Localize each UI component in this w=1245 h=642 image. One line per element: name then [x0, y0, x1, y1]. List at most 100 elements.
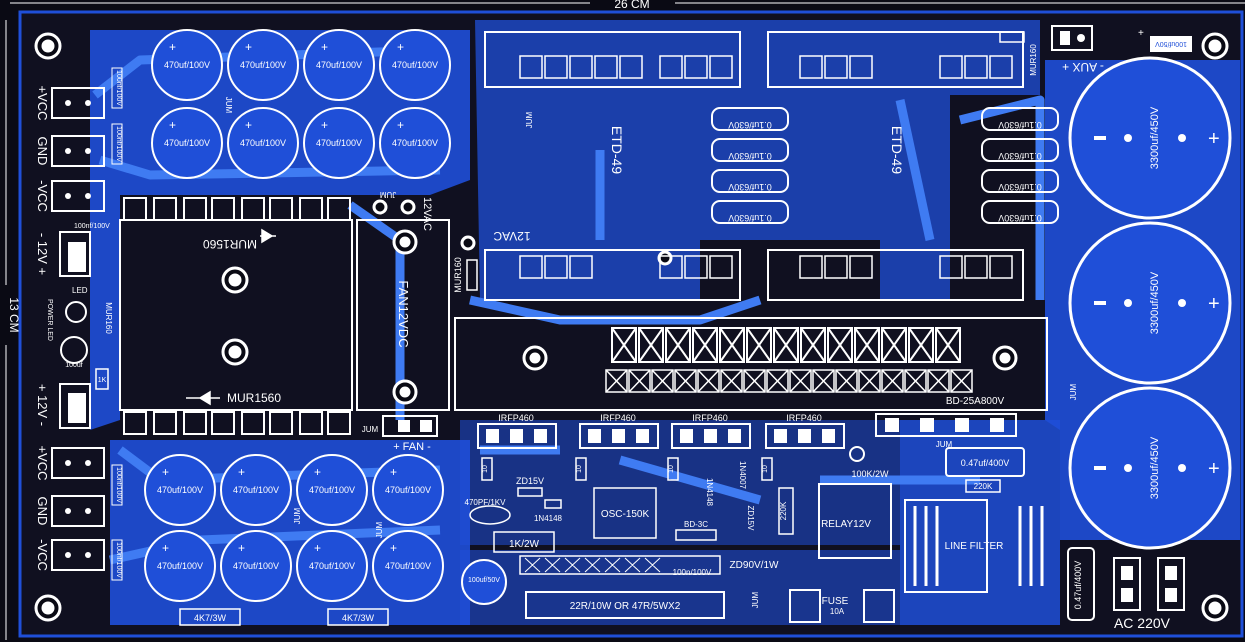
electrolytic-capacitor-icon [379, 29, 451, 101]
film-capacitor-label: 0.1uf/630V [998, 213, 1042, 223]
bulk-capacitor-pad [1178, 299, 1186, 307]
capacitor-plus-mark: + [238, 465, 245, 479]
mosfet-pad [510, 429, 523, 443]
gate-cap-label: 100n/100V [673, 568, 712, 577]
mosfet-pad [636, 429, 649, 443]
bleeder-resistors: 4K7/3W 4K7/3W [179, 608, 389, 626]
cap-100nf-2: 100nf/100V [115, 126, 122, 162]
capacitor-label: 470uf/100V [309, 561, 355, 571]
label-top-gnd: GND [35, 137, 50, 166]
mur160-mid-label: MUR160 [453, 257, 463, 293]
pot-icon [849, 446, 865, 462]
bridge-cell [766, 369, 789, 393]
mosfet-pad [728, 429, 741, 443]
c470-label: 470PF/1KV [465, 498, 507, 507]
zd15a-label: ZD15V [516, 476, 544, 486]
bridge-cell [611, 327, 637, 363]
bridge-pattern-row [605, 369, 973, 393]
film-capacitors: 0.1uf/630V0.1uf/630V0.1uf/630V0.1uf/630V… [711, 107, 1059, 224]
film-capacitor-label: 0.1uf/630V [998, 120, 1042, 130]
bridge-cell-cross [743, 369, 766, 393]
fuse-label: FUSE [822, 596, 849, 607]
r4k7a-label: 4K7/3W [194, 613, 227, 623]
cap-100nf-4: 100nf/100V [115, 542, 122, 578]
bridge-cell [719, 327, 745, 363]
relay-label: RELAY12V [821, 519, 871, 530]
capacitor-plus-mark: + [238, 541, 245, 555]
zd15b-label: ZD15V [746, 506, 755, 532]
bridge-cell-cross [812, 369, 835, 393]
bridge-cell [800, 327, 826, 363]
aux-cap-label: 100uf/50V [1155, 40, 1187, 47]
aux-cap-plus: + [1138, 28, 1144, 39]
label-12v-top: - 12V + [35, 233, 50, 275]
mur160-left-label: MUR160 [104, 302, 113, 334]
mosfet-pad [822, 429, 835, 443]
electrolytic-capacitor-icon [372, 530, 444, 602]
film-capacitor-label: 0.1uf/630V [728, 182, 772, 192]
ac220-label: AC 220V [1114, 615, 1171, 631]
bridge-cell [697, 369, 720, 393]
bridge-cell [881, 369, 904, 393]
capacitor-label: 470uf/100V [385, 561, 431, 571]
bridge-cell-cross [904, 369, 927, 393]
mosfet-label: IRFP460 [498, 413, 534, 423]
film-capacitor-icon [711, 138, 789, 162]
bridge-cell-cross [854, 327, 880, 363]
bridge-cell-cross [692, 327, 718, 363]
bridge-cell-cross [881, 327, 907, 363]
film-capacitor-icon [711, 169, 789, 193]
bridge-cell [827, 327, 853, 363]
bridge-cell-cross [950, 369, 973, 393]
r1k2w-label: 1K/2W [509, 539, 540, 550]
jum-label-rect: JUM [379, 190, 396, 199]
mosfet-pad [774, 429, 787, 443]
label-12v-bottom: + 12V - [35, 384, 50, 426]
jum-label-cap-bottom-a: JUM [293, 507, 302, 524]
label-top-vcc-pos: +VCC [35, 85, 50, 120]
bridge-cell [935, 327, 961, 363]
jum-label-bridge: JUM [936, 440, 953, 449]
diode-top-icon [260, 228, 276, 244]
d4148a-label: 1N4148 [534, 514, 563, 523]
led-icon [65, 301, 87, 323]
line-cap-label: 0.47uf/400V [1073, 561, 1083, 610]
bulk-capacitor-pad [1178, 464, 1186, 472]
aux-label: - AUX + [1062, 60, 1104, 74]
ac12-label-b: 12VAC [493, 229, 530, 243]
jum-label-cap-bottom-b: JUM [375, 521, 384, 538]
electrolytic-capacitor-icon [379, 107, 451, 179]
bridge-cell-cross [881, 369, 904, 393]
bridge-cell-cross [719, 327, 745, 363]
mur1560-bottom-label: MUR1560 [227, 391, 281, 405]
electrolytic-capacitor-icon [151, 107, 223, 179]
capacitor-label: 470uf/100V [240, 60, 286, 70]
bridge-cell-cross [651, 369, 674, 393]
bridge-cell [674, 369, 697, 393]
capacitor-label: 470uf/100V [316, 60, 362, 70]
aux-bottom-cap-icon [461, 559, 507, 605]
snubber-cap-label: 0.47uf/400V [961, 458, 1010, 468]
electrolytic-capacitor-icon [220, 530, 292, 602]
aux-bottom-cap-label: 100uf/50V [468, 577, 500, 584]
bridge-cell [950, 369, 973, 393]
bridge-cell [692, 327, 718, 363]
capacitor-label: 470uf/100V [309, 485, 355, 495]
mosfet-pad [612, 429, 625, 443]
mosfet-label: IRFP460 [692, 413, 728, 423]
bridge-cell-cross [800, 327, 826, 363]
bridge-cell-cross [789, 369, 812, 393]
capacitor-plus-mark: + [390, 465, 397, 479]
aux-connector: - AUX + MUR160 100uf/50V + [999, 25, 1192, 76]
capacitor-plus-mark: + [245, 40, 252, 54]
capacitor-label: 470uf/100V [240, 138, 286, 148]
capacitor-plus-mark: + [321, 40, 328, 54]
bd3c-label: BD-3C [684, 520, 708, 529]
bulk-capacitor-plus: + [1208, 128, 1220, 150]
bridge-cell [881, 327, 907, 363]
small-caps-left: 100nf/100V 100nf/100V 100nf/100V 100nf/1… [111, 67, 123, 581]
terminal-pads [65, 100, 91, 558]
electrolytic-capacitor-icon [151, 29, 223, 101]
bulk-capacitor-minus [1094, 466, 1106, 470]
fan12vdc-label: FAN12VDC [396, 280, 411, 347]
